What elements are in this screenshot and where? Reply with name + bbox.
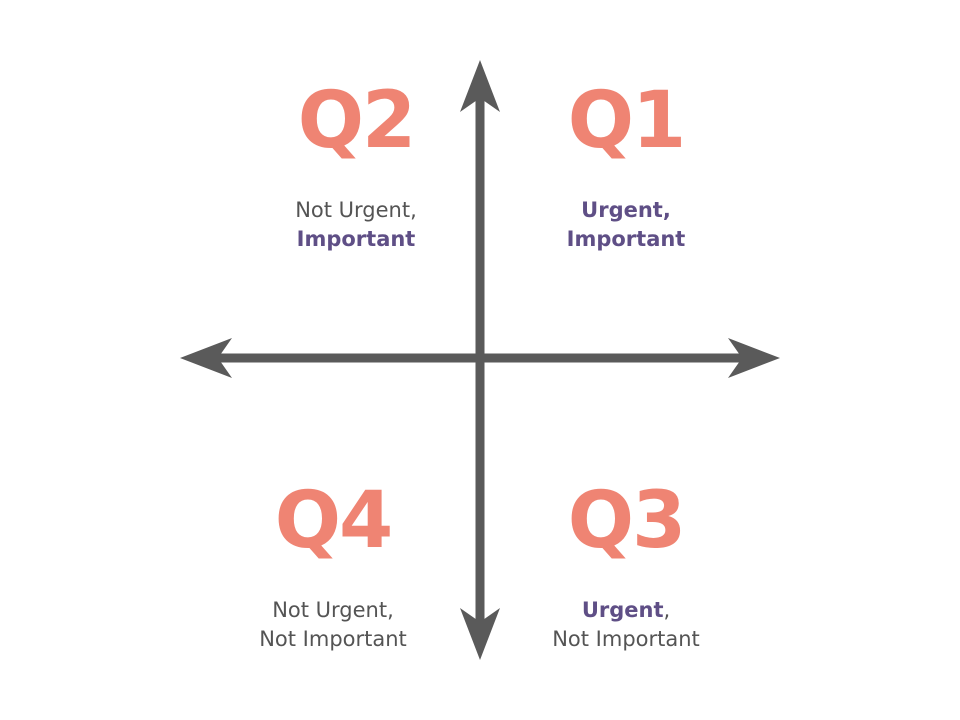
importance-label: Important (296, 227, 416, 251)
quadrant-q1: Q1 Urgent, Important (496, 82, 756, 254)
urgency-label: Urgent, (581, 198, 671, 222)
importance-label: Not Important (552, 627, 700, 651)
quadrant-title: Q2 (297, 76, 417, 166)
quadrant-q3: Q3 Urgent, Not Important (496, 482, 756, 654)
urgency-line: Urgent, (496, 596, 756, 625)
urgency-label: Urgent (581, 598, 664, 622)
quadrant-title: Q1 (567, 76, 687, 166)
arrow-left-icon (180, 338, 232, 378)
urgency-label: Not Urgent, (295, 198, 417, 222)
arrow-right-icon (728, 338, 780, 378)
arrow-down-icon (460, 608, 500, 660)
quadrant-q4: Q4 Not Urgent, Not Important (203, 482, 463, 654)
urgency-comma: , (663, 598, 671, 622)
arrow-up-icon (460, 60, 500, 112)
quadrant-q2: Q2 Not Urgent, Important (226, 82, 486, 254)
importance-label: Not Important (259, 627, 407, 651)
urgency-label: Not Urgent, (272, 598, 394, 622)
quadrant-description: Urgent, Important (496, 196, 756, 254)
importance-label: Important (566, 227, 686, 251)
quadrant-description: Urgent, Not Important (496, 596, 756, 654)
quadrant-title: Q4 (274, 476, 394, 566)
quadrant-description: Not Urgent, Important (226, 196, 486, 254)
quadrant-title: Q3 (567, 476, 687, 566)
quadrant-description: Not Urgent, Not Important (203, 596, 463, 654)
